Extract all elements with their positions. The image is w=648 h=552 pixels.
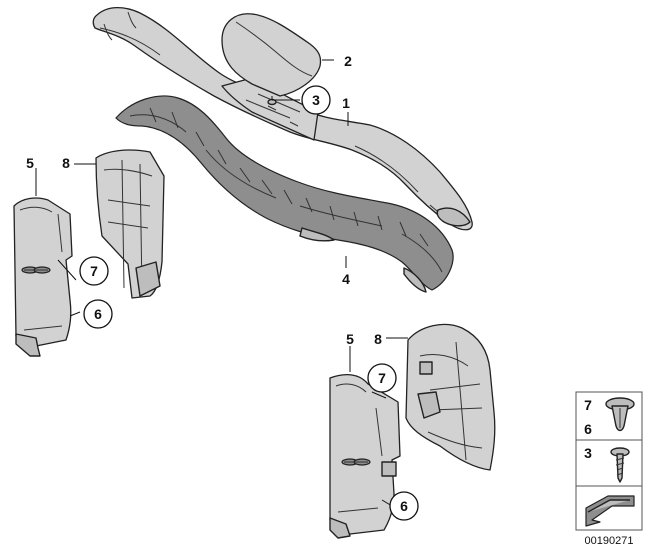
legend-label-7: 7 — [584, 397, 592, 413]
callout-2: 2 — [344, 53, 352, 69]
callout-4: 4 — [342, 271, 350, 287]
callout-6-right: 6 — [389, 491, 419, 521]
svg-text:1: 1 — [342, 95, 350, 111]
svg-text:7: 7 — [90, 263, 98, 279]
side-lining-part-5-right — [329, 373, 401, 539]
svg-text:6: 6 — [400, 498, 408, 514]
svg-text:2: 2 — [344, 53, 352, 69]
diagram-code: 00190271 — [585, 535, 634, 547]
side-bracket-part-8-left — [95, 149, 165, 299]
expanding-rivet-icon — [605, 397, 635, 432]
arrow-icon — [585, 495, 635, 527]
callout-5-left: 5 — [26, 155, 34, 171]
callout-8-left: 8 — [62, 155, 70, 171]
svg-text:8: 8 — [374, 331, 382, 347]
callout-3: 3 — [301, 85, 331, 115]
side-bracket-part-8-right — [405, 323, 496, 471]
svg-text:6: 6 — [94, 306, 102, 322]
callout-6-left: 6 — [83, 299, 113, 329]
svg-text:3: 3 — [312, 92, 320, 108]
side-lining-part-5-left — [13, 197, 73, 357]
fastener-legend: 7 6 3 00190271 — [575, 391, 643, 547]
legend-label-3: 3 — [584, 445, 592, 461]
callout-7-left: 7 — [79, 256, 109, 286]
screw-icon — [610, 447, 630, 483]
callout-1: 1 — [342, 95, 350, 111]
legend-label-6: 6 — [584, 421, 592, 437]
svg-text:8: 8 — [62, 155, 70, 171]
svg-text:4: 4 — [342, 271, 350, 287]
trim-frame-part-4 — [115, 95, 454, 293]
callout-5-right: 5 — [346, 331, 354, 347]
callout-8-right: 8 — [374, 331, 382, 347]
leader-lines — [35, 59, 408, 507]
svg-text:5: 5 — [346, 331, 354, 347]
pad-part-2 — [221, 13, 322, 97]
callout-7-right: 7 — [367, 363, 397, 393]
svg-text:5: 5 — [26, 155, 34, 171]
svg-text:7: 7 — [378, 370, 386, 386]
